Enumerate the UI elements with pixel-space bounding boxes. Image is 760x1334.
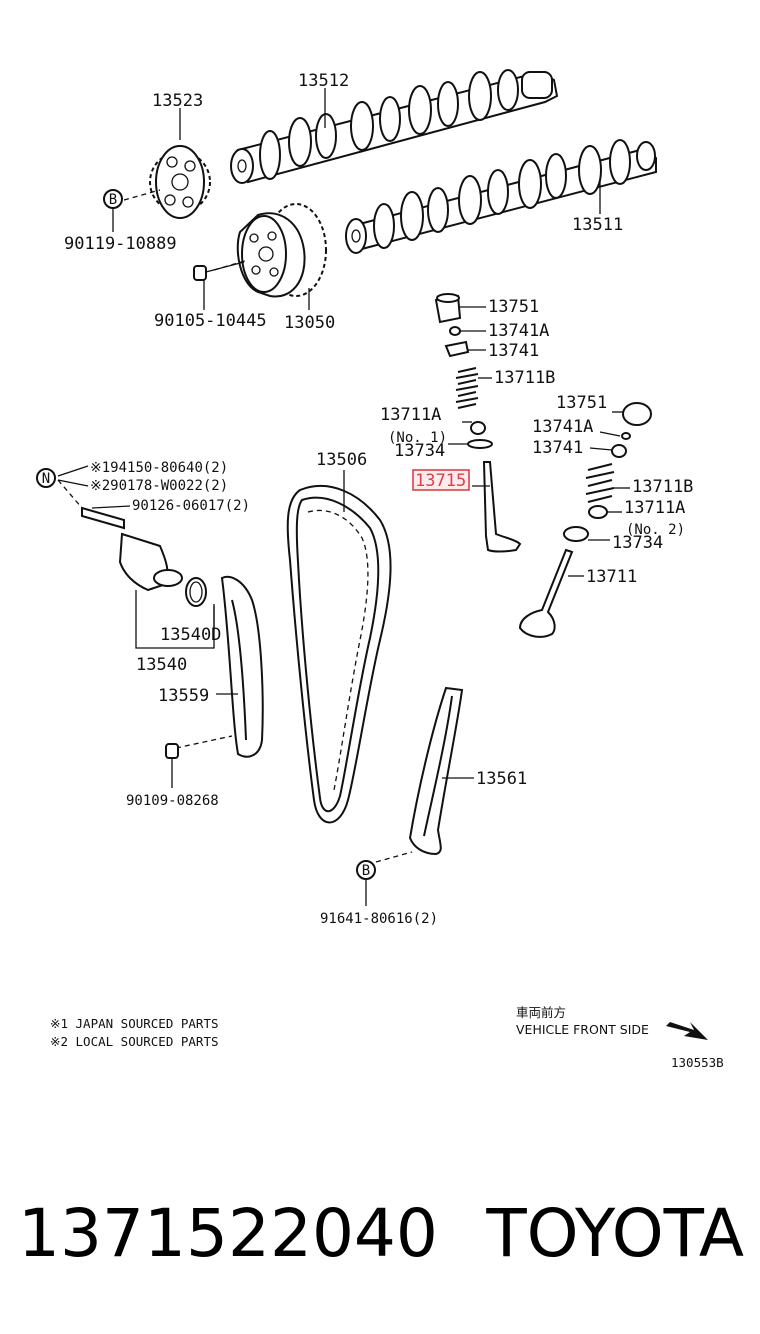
label-chain: 13506 <box>316 450 367 470</box>
tensioner-drawing <box>57 479 215 649</box>
label-stud-note-1: ※194150-80640(2) <box>90 460 228 476</box>
label-lock-2: 13741A <box>532 417 593 437</box>
label-spring-2: 13711B <box>632 477 693 497</box>
label-camshaft-intake: 13511 <box>572 215 623 235</box>
callout-n: N <box>42 471 50 487</box>
caption-part-number: 1371522040 <box>18 1195 438 1272</box>
label-seal-1: 13711A <box>380 405 441 425</box>
camshaft-exhaust-drawing <box>230 69 559 184</box>
label-tensioner-gasket: 13540D <box>160 625 221 645</box>
label-retainer-1: 13741 <box>488 341 539 361</box>
label-lifter-2: 13751 <box>556 393 607 413</box>
valve-13715-drawing <box>482 461 522 553</box>
cam-sprocket-drawing <box>149 145 211 219</box>
label-damper: 13561 <box>476 769 527 789</box>
callout-b-2: B <box>362 863 370 879</box>
label-lock-1: 13741A <box>488 321 549 341</box>
label-seat-1: 13734 <box>394 441 445 461</box>
highlight-box-13715 <box>412 469 470 491</box>
bolt-drawings <box>123 189 249 281</box>
front-arrow-icon <box>666 1022 708 1040</box>
chain-damper-drawing <box>375 686 464 863</box>
slipper-guide-drawing <box>165 575 264 759</box>
label-vvt-gear: 13050 <box>284 313 335 333</box>
direction-chinese: 車両前方 <box>516 1005 566 1020</box>
label-bolt-slipper: 90109-08268 <box>126 793 219 809</box>
direction-english: VEHICLE FRONT SIDE <box>516 1022 649 1037</box>
label-bolt-sprocket: 90119-10889 <box>64 234 177 254</box>
callout-circle-n <box>36 468 56 488</box>
figure-code: 130553B <box>671 1055 724 1070</box>
callout-circle-b-2 <box>356 860 376 880</box>
valve-train-1-drawing <box>434 293 493 449</box>
footnote-japan: ※1 JAPAN SOURCED PARTS <box>50 1016 219 1031</box>
label-seal-2: 13711A <box>624 498 685 518</box>
label-lifter-1: 13751 <box>488 297 539 317</box>
timing-chain-drawing <box>286 485 392 824</box>
label-seal-2-note: (No. 2) <box>626 522 685 538</box>
label-tensioner: 13540 <box>136 655 187 675</box>
label-spring-1: 13711B <box>494 368 555 388</box>
camshaft-intake-drawing <box>345 139 657 254</box>
label-seat-2: 13734 <box>612 533 663 553</box>
label-seal-1-note: (No. 1) <box>388 430 447 446</box>
label-slipper-guide: 13559 <box>158 686 209 706</box>
leader-lines <box>57 88 630 906</box>
caption-brand: TOYOTA <box>485 1195 744 1272</box>
vvt-gear-drawing <box>236 203 327 298</box>
label-camshaft-exhaust: 13512 <box>298 71 349 91</box>
label-retainer-2: 13741 <box>532 438 583 458</box>
label-stud: 90126-06017(2) <box>132 498 250 514</box>
label-bolt-damper: 91641-80616(2) <box>320 911 438 927</box>
footnote-local: ※2 LOCAL SOURCED PARTS <box>50 1034 219 1049</box>
label-valve-highlighted: 13715 <box>415 471 466 491</box>
label-stud-note-2: ※290178-W0022(2) <box>90 478 228 494</box>
label-bolt-vvt: 90105-10445 <box>154 311 267 331</box>
callout-b-1: B <box>109 192 117 208</box>
label-valve-2: 13711 <box>586 567 637 587</box>
label-cam-sprocket: 13523 <box>152 91 203 111</box>
